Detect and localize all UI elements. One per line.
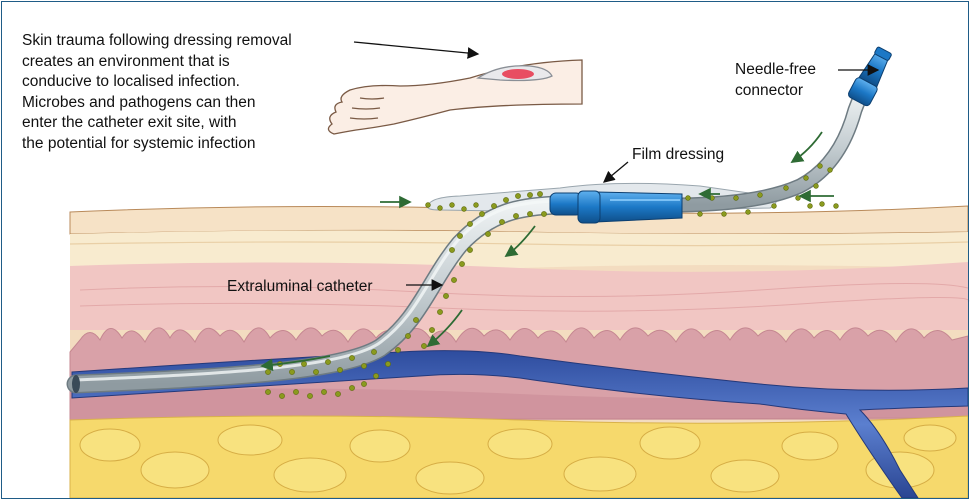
skin-trauma-annotation: Skin trauma following dressing removalcr… bbox=[22, 31, 292, 154]
skin-trauma-line-4: Microbes and pathogens can then bbox=[22, 93, 292, 114]
skin-trauma-line-2: creates an environment that is bbox=[22, 52, 292, 73]
extraluminal-catheter-label: Extraluminal catheter bbox=[227, 277, 373, 298]
needle-free-connector-device bbox=[847, 45, 895, 107]
skin-trauma-line-3: conducive to localised infection. bbox=[22, 72, 292, 93]
needle-free-connector-line-1: Needle-free bbox=[735, 60, 816, 81]
needle-free-connector-label: Needle-freeconnector bbox=[735, 60, 816, 101]
skin-trauma-line-6: the potential for systemic infection bbox=[22, 134, 292, 155]
needle-free-connector-line-2: connector bbox=[735, 81, 816, 102]
film-dressing-label: Film dressing bbox=[632, 145, 724, 166]
skin-trauma-line-5: enter the catheter exit site, with bbox=[22, 113, 292, 134]
skin-trauma-line-1: Skin trauma following dressing removal bbox=[22, 31, 292, 52]
arm-illustration bbox=[328, 60, 582, 134]
skin-cross-section bbox=[70, 206, 969, 498]
